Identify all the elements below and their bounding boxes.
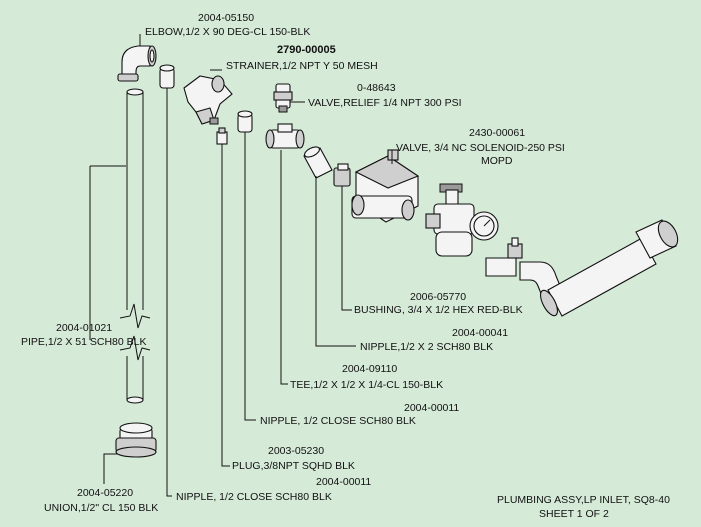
relief-valve-part <box>273 83 293 113</box>
plug-desc: PLUG,3/8NPT SQHD BLK <box>232 460 355 472</box>
plug-pn: 2003-05230 <box>268 445 324 457</box>
bushing-part <box>333 163 351 187</box>
tee-desc: TEE,1/2 X 1/2 X 1/4-CL 150-BLK <box>290 379 443 391</box>
solenoid-valve-desc-2: MOPD <box>481 155 513 167</box>
title-line-1: PLUMBING ASSY,LP INLET, SQ8-40 <box>497 494 670 506</box>
pipe-desc: PIPE,1/2 X 51 SCH80 BLK <box>21 336 147 348</box>
strainer-desc: STRAINER,1/2 NPT Y 50 MESH <box>226 60 378 72</box>
solenoid-valve-pn: 2430-00061 <box>469 127 525 139</box>
strainer-part <box>183 75 233 125</box>
bushing-desc: BUSHING, 3/4 X 1/2 HEX RED-BLK <box>354 304 523 316</box>
bushing-pn: 2006-05770 <box>410 291 466 303</box>
nipple-close-a-pn: 2004-00011 <box>404 402 459 414</box>
nipple-2-pn: 2004-00041 <box>452 327 508 339</box>
nipple-close-b-pn: 2004-00011 <box>316 476 371 488</box>
pipe-part <box>119 88 151 404</box>
elbow-pn: 2004-05150 <box>198 12 254 24</box>
title-line-2: SHEET 1 OF 2 <box>539 508 609 520</box>
strainer-pn: 2790-00005 <box>277 44 336 56</box>
regulator-assembly-part <box>425 183 499 257</box>
relief-valve-pn: 0-48643 <box>357 82 396 94</box>
tee-pn: 2004-09110 <box>342 363 397 375</box>
elbow-part <box>117 45 157 82</box>
solenoid-valve-desc-1: VALVE, 3/4 NC SOLENOID-250 PSI <box>396 142 565 154</box>
plug-part <box>216 127 228 145</box>
relief-valve-desc: VALVE,RELIEF 1/4 NPT 300 PSI <box>308 97 462 109</box>
nipple-close-a-desc: NIPPLE, 1/2 CLOSE SCH80 BLK <box>260 415 416 427</box>
nipple-2-desc: NIPPLE,1/2 X 2 SCH80 BLK <box>360 341 493 353</box>
union-part <box>115 422 157 458</box>
pipe-pn: 2004-01021 <box>56 322 112 334</box>
union-desc: UNION,1/2" CL 150 BLK <box>44 502 158 514</box>
leader-lines <box>89 34 393 497</box>
nipple-close-left-part <box>159 64 175 89</box>
union-pn: 2004-05220 <box>77 487 133 499</box>
solenoid-valve-part <box>351 149 420 223</box>
elbow-desc: ELBOW,1/2 X 90 DEG-CL 150-BLK <box>145 26 310 38</box>
tee-part <box>265 123 305 149</box>
nipple-2-part <box>303 146 333 179</box>
outlet-line-part <box>485 219 679 317</box>
nipple-close-mid-part <box>237 110 253 133</box>
part-labels: 2004-05150 ELBOW,1/2 X 90 DEG-CL 150-BLK… <box>21 12 670 520</box>
nipple-close-b-desc: NIPPLE, 1/2 CLOSE SCH80 BLK <box>176 491 332 503</box>
